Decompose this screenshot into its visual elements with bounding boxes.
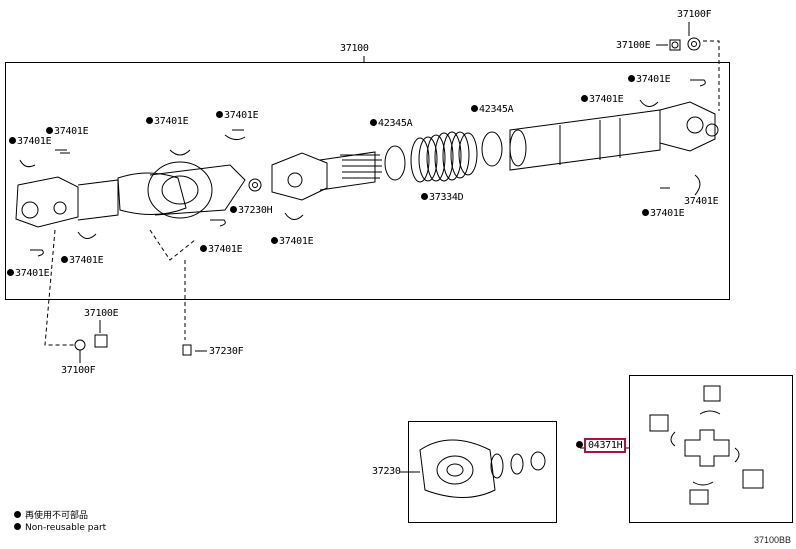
label-42345a: 42345A: [370, 118, 413, 129]
center-bearing-frame: [408, 421, 557, 523]
label-04371h[interactable]: 04371H: [576, 438, 627, 453]
label-37401e: 37401E: [581, 94, 624, 105]
label-37100e-top: 37100E: [616, 40, 651, 51]
label-37401e: 37401E: [9, 136, 52, 147]
label-37230f: 37230F: [209, 346, 244, 357]
label-37100f-bottom: 37100F: [61, 365, 96, 376]
label-37401e: 37401E: [61, 255, 104, 266]
label-37401e: 37401E: [271, 236, 314, 247]
label-37401e: 37401E: [146, 116, 189, 127]
label-37230h: 37230H: [230, 205, 273, 216]
label-37401e: 37401E: [642, 208, 685, 219]
label-42345a: 42345A: [471, 104, 514, 115]
label-37401e: 37401E: [628, 74, 671, 85]
label-37401e: 37401E: [7, 268, 50, 279]
legend-non-reusable-jp: 再使用不可部品: [14, 511, 88, 522]
label-37334d: 37334D: [421, 192, 464, 203]
legend-non-reusable-en: Non-reusable part: [14, 523, 106, 534]
spider-kit-part-number[interactable]: 04371H: [584, 438, 627, 453]
label-37401e: 37401E: [46, 126, 89, 137]
label-37401e: 37401E: [200, 244, 243, 255]
figure-code: 37100BB: [754, 535, 792, 545]
spider-kit-frame: [629, 375, 793, 523]
label-37100e-bottom: 37100E: [84, 308, 119, 319]
main-assembly-frame: [5, 62, 730, 300]
label-37401e: 37401E: [216, 110, 259, 121]
label-37100f-top: 37100F: [677, 9, 712, 20]
label-37230: 37230: [372, 466, 401, 477]
label-37100: 37100: [340, 43, 369, 54]
label-37401e: 37401E: [684, 196, 719, 207]
